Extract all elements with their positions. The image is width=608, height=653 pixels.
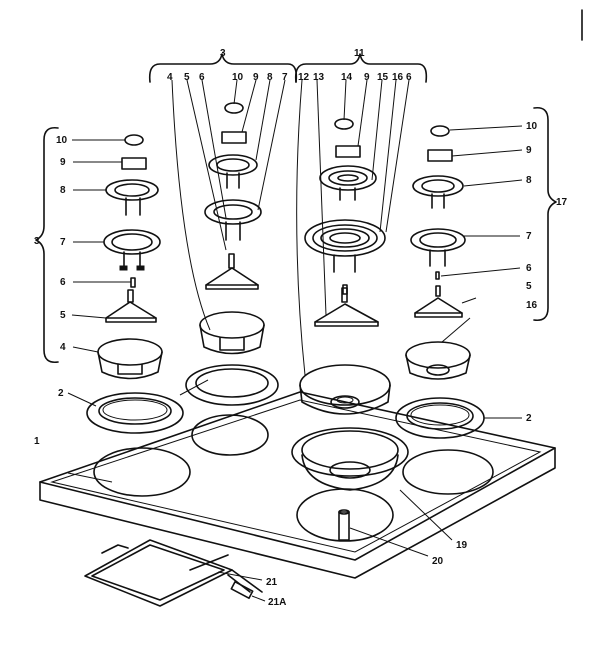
griddle-handle	[230, 580, 254, 600]
trim-ring-left	[86, 392, 184, 434]
trim-ring-right	[395, 397, 485, 439]
element-mid-upper	[208, 154, 258, 189]
pin-right	[435, 271, 440, 280]
opening-rear-left	[191, 414, 269, 456]
label-16-right: 16	[526, 300, 538, 311]
griddle	[84, 539, 263, 607]
label-12: 12	[298, 72, 310, 83]
element-center-large	[304, 219, 386, 273]
label-3-left: 3	[34, 236, 40, 247]
label-8-left: 8	[60, 185, 66, 196]
drip-pan-mid	[199, 311, 265, 355]
label-7-top: 7	[282, 72, 288, 83]
element-left-upper	[105, 179, 159, 216]
opening-center-well	[296, 488, 394, 542]
label-11: 11	[354, 48, 365, 59]
label-3-top: 3	[220, 48, 226, 59]
label-6-top: 6	[199, 72, 205, 83]
label-4-top: 4	[167, 72, 173, 83]
terminal-block-center	[335, 145, 361, 158]
label-13: 13	[313, 72, 325, 83]
label-10-left: 10	[56, 135, 68, 146]
label-2-right: 2	[526, 413, 532, 424]
bracket-left	[35, 126, 59, 364]
element-left-lower	[103, 229, 161, 271]
label-5-right: 5	[526, 281, 532, 292]
label-14: 14	[341, 72, 353, 83]
opening-front-left	[93, 447, 191, 497]
leader-lines	[67, 79, 523, 602]
drip-pan-left	[97, 338, 163, 380]
label-15: 15	[377, 72, 389, 83]
label-5-top: 5	[184, 72, 190, 83]
label-6-right: 6	[526, 263, 532, 274]
label-6-center: 6	[406, 72, 412, 83]
label-21A: 21A	[268, 597, 286, 608]
label-20: 20	[432, 556, 444, 567]
support-center	[314, 287, 379, 327]
bracket-top-right	[294, 53, 428, 83]
well-heater-rod	[338, 509, 350, 541]
drip-pan-right	[405, 341, 471, 380]
pin-center	[342, 284, 348, 295]
cap-mid	[224, 102, 244, 114]
pin-left	[130, 277, 136, 288]
label-2-left: 2	[58, 388, 64, 399]
terminal-block-mid	[221, 131, 247, 144]
support-left	[105, 289, 157, 323]
bracket-right	[533, 106, 557, 322]
label-9-left: 9	[60, 157, 66, 168]
label-6-left: 6	[60, 277, 66, 288]
label-4-left: 4	[60, 342, 66, 353]
label-10-right: 10	[526, 121, 538, 132]
terminal-block-left	[121, 157, 147, 170]
support-mid	[205, 253, 259, 290]
cap-left	[124, 134, 144, 146]
label-9-right: 9	[526, 145, 532, 156]
element-right-upper	[412, 175, 464, 209]
cap-center	[334, 118, 354, 130]
support-right	[414, 285, 463, 318]
label-7-left: 7	[60, 237, 66, 248]
label-19: 19	[456, 540, 468, 551]
label-16-top: 16	[392, 72, 404, 83]
drip-bowl-center	[299, 364, 391, 415]
cooktop-panel	[39, 391, 556, 579]
label-17: 17	[556, 197, 568, 208]
label-9-top: 9	[253, 72, 259, 83]
part-labels: 3 11 4 5 6 10 9 8 7 12 13 14 9 15 16 6 1…	[34, 48, 568, 608]
label-9-center: 9	[364, 72, 370, 83]
label-21: 21	[266, 577, 278, 588]
opening-front-right	[402, 449, 494, 495]
label-1: 1	[34, 436, 40, 447]
bracket-top-left	[148, 53, 298, 83]
element-mid-lower	[204, 199, 262, 241]
label-5-left: 5	[60, 310, 66, 321]
terminal-block-right	[427, 149, 453, 162]
label-8-right: 8	[526, 175, 532, 186]
element-center-upper	[319, 165, 377, 201]
center-well-assembly	[291, 427, 409, 491]
element-right-lower	[410, 228, 466, 267]
label-8-top: 8	[267, 72, 273, 83]
label-7-right: 7	[526, 231, 532, 242]
label-10-top: 10	[232, 72, 244, 83]
trim-ring-rear-left	[185, 364, 279, 406]
cap-right	[430, 125, 450, 137]
